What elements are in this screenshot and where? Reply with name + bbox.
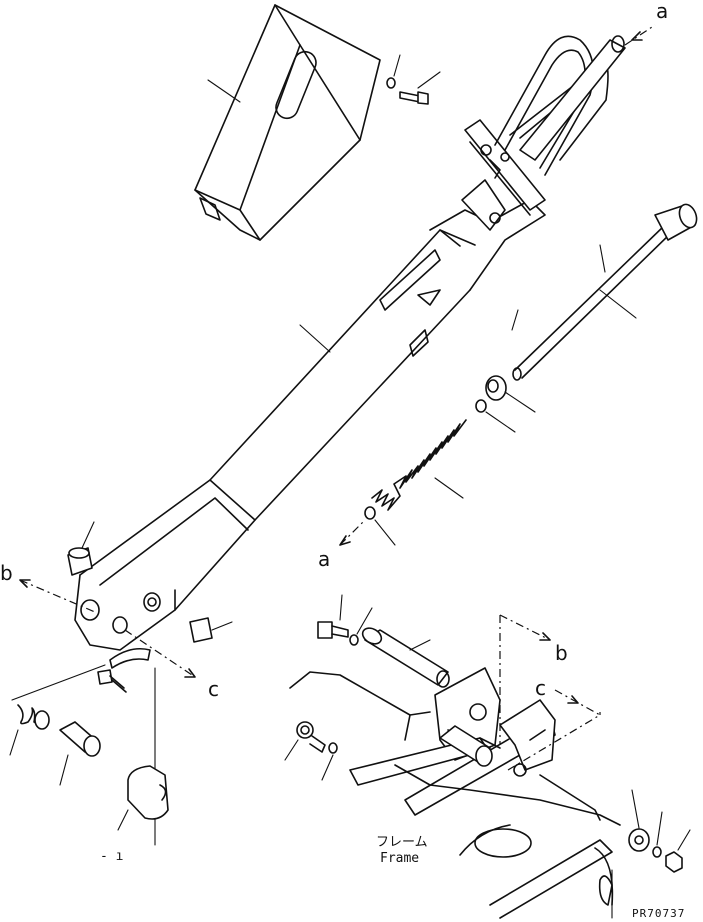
small-bolt-left [97, 669, 127, 693]
leader-bolt [417, 71, 441, 89]
knob-rod [512, 203, 698, 381]
lever-cover [194, 4, 381, 241]
cover-bolt [386, 77, 429, 105]
part-code: PR70737 [632, 907, 685, 920]
leader-washer [393, 54, 401, 77]
ref-b-right: b [555, 641, 568, 665]
spring-washer [364, 506, 396, 546]
right-washer-large [628, 789, 650, 852]
pivot-bushing-left [67, 521, 95, 576]
right-washer-small [652, 811, 663, 858]
pivot-collar [189, 617, 233, 643]
ref-c-right: c [535, 676, 546, 700]
leader-pin-lower [511, 309, 519, 331]
right-nut [665, 829, 691, 873]
ref-a-mid-line [339, 519, 366, 546]
pin-left [59, 721, 101, 786]
rod-nut [475, 399, 516, 433]
ref-b-left-arrow [19, 579, 31, 588]
compression-spring [371, 419, 467, 511]
ref-a-mid-arrow [339, 535, 351, 546]
small-spring-left [9, 664, 106, 756]
ref-a-top-arrow [631, 31, 643, 41]
leader-lever [299, 324, 331, 353]
ref-b-right-hline [499, 614, 551, 641]
pivot-bushing-right [143, 592, 161, 612]
u-handle [494, 35, 609, 176]
frame-label-en: Frame [380, 851, 419, 866]
ref-c-left-line [124, 629, 196, 678]
leader-cover [207, 79, 241, 103]
upper-bolt-group [317, 594, 373, 646]
ref-c-left-arrow [184, 668, 196, 678]
ref-a-mid: a [318, 547, 330, 571]
pivot-shaft [361, 627, 450, 688]
damper-cylinder [439, 725, 493, 767]
leader-pin-upper [599, 244, 606, 273]
eye-bolt [284, 721, 338, 781]
rod-bushing [485, 375, 536, 413]
top-push-rod [519, 35, 626, 161]
ref-c-left: c [208, 677, 219, 701]
frame-base [459, 824, 614, 919]
ref-c-right-hline [554, 689, 601, 716]
main-lever [74, 199, 546, 651]
ratchet-bracket [461, 119, 546, 231]
stray-mark: - ı [100, 849, 123, 864]
ref-a-top-line [624, 24, 656, 46]
roller [117, 765, 169, 831]
ref-b-left: b [0, 561, 13, 585]
leader-rod [599, 289, 637, 319]
ref-b-right-arrow [539, 632, 551, 641]
frame-outline [289, 671, 621, 826]
ref-b-left-line [19, 579, 96, 613]
frame-label-jp: フレーム [376, 835, 428, 850]
ref-a-top: a [656, 0, 668, 23]
